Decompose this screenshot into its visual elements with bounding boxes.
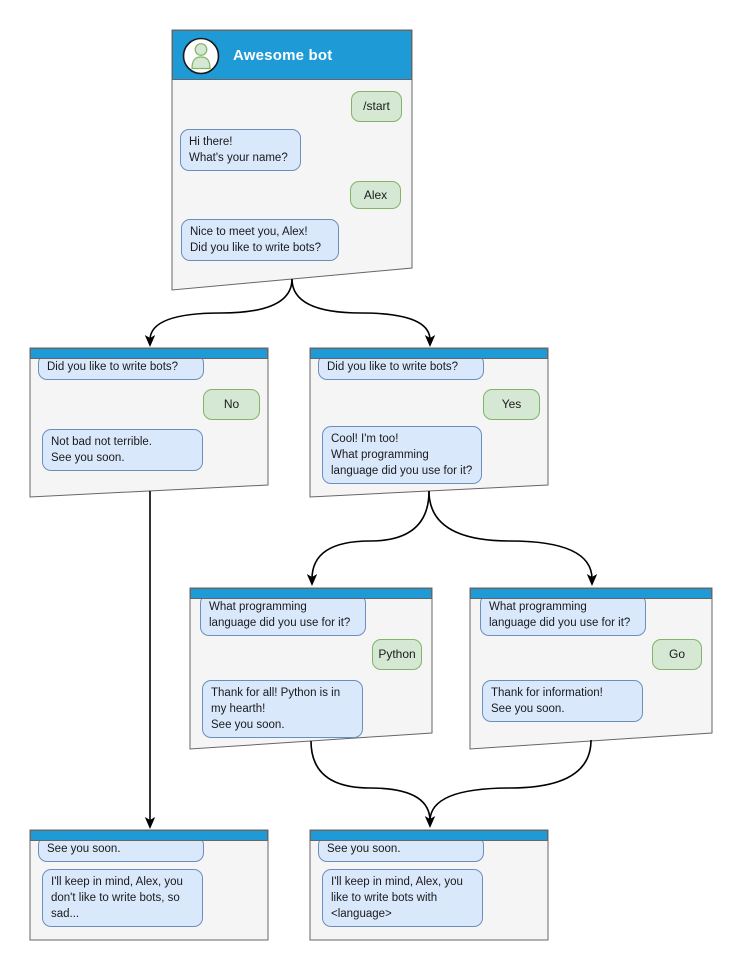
bot-message-bubble: Hi there! What's your name? — [180, 129, 301, 172]
node-header-bar — [310, 348, 548, 359]
node-header-bar — [470, 588, 712, 599]
connector-root-to-yes — [291, 278, 431, 341]
connector-root-to-no — [149, 278, 293, 341]
chat-header: Awesome bot — [172, 30, 412, 80]
arrowhead-merge-to-bye — [424, 816, 436, 828]
reply-bubble: I'll keep in mind, Alex, you like to wri… — [322, 869, 483, 928]
node-header-bar — [190, 588, 432, 599]
arrowhead-yes-to-python — [306, 574, 318, 586]
arrowhead-root-to-yes — [424, 335, 436, 347]
connector-python-to-bye — [310, 740, 431, 822]
connector-yes-to-python — [311, 490, 430, 580]
reply-bubble: Not bad not terrible. See you soon. — [42, 429, 203, 472]
question-bubble: What programming language did you use fo… — [480, 594, 646, 637]
reply-bubble: Thank for all! Python is in my hearth! S… — [202, 680, 363, 739]
bot-avatar-person-icon — [182, 37, 220, 75]
arrowhead-no-to-bye — [144, 817, 156, 829]
arrowhead-root-to-no — [144, 335, 156, 347]
reply-bubble: I'll keep in mind, Alex, you don't like … — [42, 869, 203, 928]
chat-title: Awesome bot — [233, 46, 333, 64]
connector-go-to-bye — [429, 739, 592, 822]
answer-bubble: Python — [372, 639, 422, 670]
bot-message-bubble: Nice to meet you, Alex! Did you like to … — [181, 219, 339, 262]
reply-bubble: Thank for information! See you soon. — [482, 680, 643, 723]
node-header-bar — [30, 348, 268, 359]
arrowhead-yes-to-go — [586, 574, 598, 586]
question-bubble: What programming language did you use fo… — [200, 594, 366, 637]
node-header-bar — [310, 830, 548, 841]
answer-bubble: Go — [652, 639, 702, 670]
connector-yes-to-go — [428, 490, 593, 580]
answer-bubble: Yes — [483, 389, 540, 420]
reply-bubble: Cool! I'm too! What programming language… — [322, 426, 482, 485]
user-message-bubble: Alex — [350, 181, 401, 209]
node-header-bar — [30, 830, 268, 841]
user-message-bubble: /start — [351, 91, 402, 122]
answer-bubble: No — [203, 389, 260, 420]
